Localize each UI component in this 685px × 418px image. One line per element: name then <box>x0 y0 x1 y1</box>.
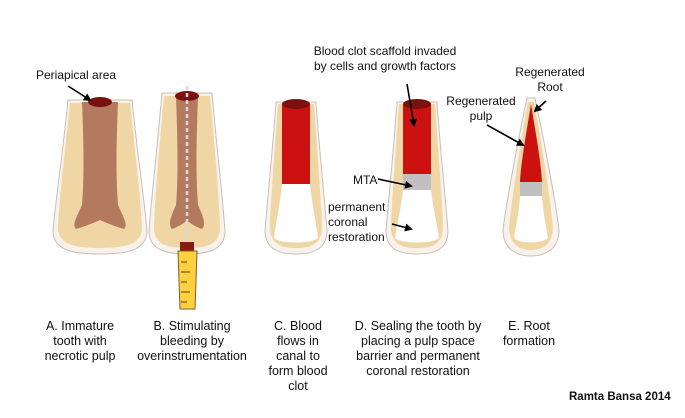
arrow-regenerated-pulp <box>486 124 525 146</box>
necrotic-pulp <box>74 102 126 229</box>
label-blood-clot-scaffold: Blood clot scaffold invaded by cells and… <box>313 44 457 73</box>
caption-d: D. Sealing the tooth by placing a pulp s… <box>354 319 482 378</box>
tooth-a <box>52 97 148 255</box>
mta-barrier-e <box>520 182 542 196</box>
blood-clot <box>282 104 310 184</box>
tooth-e <box>502 97 560 257</box>
regenerated-pulp-tissue <box>520 104 542 182</box>
arrow-regenerated-root <box>533 100 547 113</box>
blood-clot-scaffold <box>403 104 431 174</box>
label-regenerated-pulp: Regenerated pulp <box>446 94 516 123</box>
caption-e: E. Root formation <box>502 319 556 348</box>
tooth-b <box>148 86 226 310</box>
apex-d <box>403 99 431 109</box>
label-periapical-area: Periapical area <box>36 68 117 82</box>
apex-c <box>282 99 310 109</box>
arrow-mta <box>377 178 413 189</box>
arrow-blood-clot <box>406 83 417 127</box>
caption-b: B. Stimulating bleeding by overinstrumen… <box>137 319 247 363</box>
coronal-restoration-e <box>514 196 548 243</box>
periapical-area <box>88 97 112 107</box>
mta-barrier <box>403 174 431 190</box>
caption-c: C. Blood flows in canal to form blood cl… <box>268 319 328 393</box>
syringe-hub <box>180 242 194 251</box>
author-credit: Ramta Bansa 2014 <box>569 391 671 403</box>
tooth-c <box>264 99 328 255</box>
tooth-b-pulp <box>169 96 205 229</box>
label-regenerated-root: Regenerated Root <box>515 65 585 94</box>
label-mta: MTA <box>353 173 378 187</box>
label-permanent-coronal-restoration: permanent coronal restoration <box>328 200 386 244</box>
syringe-body <box>177 250 198 310</box>
coronal-space <box>274 184 318 243</box>
arrow-periapical <box>67 85 92 102</box>
caption-a: A. Immature tooth with necrotic pulp <box>44 319 116 363</box>
tooth-d <box>385 99 449 255</box>
arrow-restoration <box>391 223 413 232</box>
